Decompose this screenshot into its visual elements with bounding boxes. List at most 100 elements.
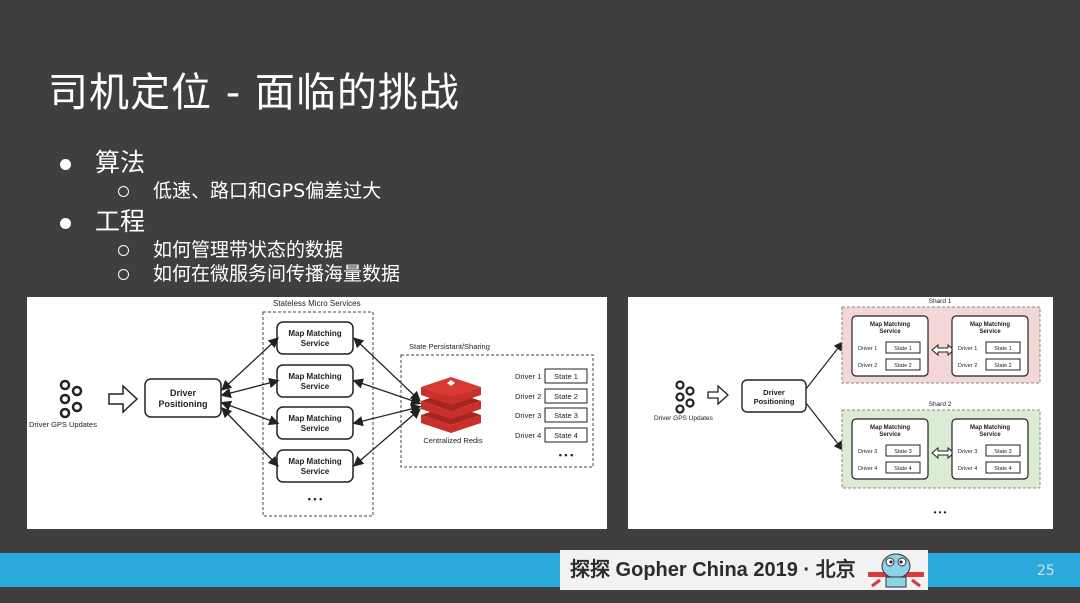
service-box: Map Matching Service Driver 3 State 3 Dr… <box>951 418 1029 480</box>
diagram-sharded: Driver GPS Updates Driver Positioning Sh… <box>628 297 1053 529</box>
svg-text:Service: Service <box>301 467 330 476</box>
bullet-label: 算法 <box>95 148 146 177</box>
state-text: State 4 <box>554 431 578 440</box>
positioning-line2: Positioning <box>754 397 795 406</box>
bullet-item: 算法 <box>60 143 145 179</box>
sub-bullet-label: 低速、路口和GPS偏差过大 <box>153 180 382 202</box>
bullet-dot-icon <box>60 158 71 170</box>
state-box <box>544 388 588 404</box>
sub-bullet-ring-icon <box>118 245 129 256</box>
shard1-label: Shard 1 <box>929 298 952 305</box>
redis-icon <box>421 377 481 433</box>
svg-text:State 4: State 4 <box>994 466 1011 472</box>
redis-label: Centralized Redis <box>423 436 482 445</box>
diagram-centralized-redis: Driver GPS Updates Driver Positioning St… <box>27 297 607 529</box>
state-text: State 3 <box>554 411 578 420</box>
conference-banner: 探探 Gopher China 2019 · 北京 <box>560 550 928 590</box>
positioning-line1: Driver <box>170 388 197 398</box>
svg-text:Map Matching: Map Matching <box>288 329 341 338</box>
svg-text:Map Matching: Map Matching <box>288 457 341 466</box>
banner-text: 探探 Gopher China 2019 · 北京 <box>570 559 856 581</box>
state-ellipsis: • • • <box>559 450 573 460</box>
state-label: State Persistant/Sharing <box>409 342 490 351</box>
state-text: State 2 <box>554 392 578 401</box>
svg-text:Driver 1: Driver 1 <box>958 346 977 352</box>
svg-text:Service: Service <box>301 424 330 433</box>
driver-positioning-box <box>144 378 222 418</box>
sub-bullet-item: 如何在微服务间传播海量数据 <box>118 259 400 286</box>
diagram-right-svg: Driver GPS Updates Driver Positioning Sh… <box>654 298 1041 517</box>
state-group <box>400 354 594 468</box>
service-box: Map Matching Service <box>276 321 354 355</box>
shards-ellipsis: • • • <box>934 508 947 517</box>
state-box <box>544 407 588 423</box>
positioning-line2: Positioning <box>159 399 208 409</box>
svg-text:Service: Service <box>879 432 901 438</box>
positioning-line1: Driver <box>763 388 785 397</box>
svg-text:Map Matching: Map Matching <box>870 322 910 328</box>
svg-text:Driver 4: Driver 4 <box>958 466 977 472</box>
svg-text:Service: Service <box>301 382 330 391</box>
service-box: Map Matching Service <box>276 449 354 483</box>
sub-bullet-ring-icon <box>118 186 129 197</box>
svg-text:Driver 2: Driver 2 <box>858 363 877 369</box>
svg-text:Service: Service <box>301 339 330 348</box>
sub-bullet-label: 如何在微服务间传播海量数据 <box>153 263 401 285</box>
svg-text:State 1: State 1 <box>894 346 911 352</box>
group-label: Stateless Micro Services <box>273 299 361 308</box>
driver-label: Driver 1 <box>515 372 541 381</box>
connector-arrow <box>805 402 844 451</box>
svg-text:Map Matching: Map Matching <box>970 425 1010 431</box>
source-label: Driver GPS Updates <box>654 415 714 422</box>
service-box: Map Matching Service <box>276 364 354 398</box>
gopher-mascot-icon <box>868 553 924 588</box>
svg-text:State 1: State 1 <box>994 346 1011 352</box>
source-label: Driver GPS Updates <box>29 420 97 429</box>
svg-text:Map Matching: Map Matching <box>870 425 910 431</box>
driver-label: Driver 2 <box>515 392 541 401</box>
connector-arrows <box>220 337 422 467</box>
service-box: Map Matching Service Driver 1 State 1 Dr… <box>851 315 929 377</box>
kafka-icon <box>59 379 83 419</box>
svg-text:Driver 2: Driver 2 <box>958 363 977 369</box>
sub-bullet-label: 如何管理带状态的数据 <box>153 239 344 261</box>
kafka-icon <box>675 380 695 414</box>
state-text: State 1 <box>554 372 578 381</box>
svg-text:State 4: State 4 <box>894 466 911 472</box>
svg-text:Driver 3: Driver 3 <box>858 449 877 455</box>
shard2-label: Shard 2 <box>929 401 952 408</box>
slide-title: 司机定位 - 面临的挑战 <box>48 70 460 116</box>
svg-text:State 2: State 2 <box>894 363 911 369</box>
service-box: Map Matching Service Driver 3 State 3 Dr… <box>851 418 929 480</box>
svg-text:State 2: State 2 <box>994 363 1011 369</box>
service-box: Map Matching Service Driver 1 State 1 Dr… <box>951 315 1029 377</box>
bullet-dot-icon <box>60 217 71 229</box>
svg-text:Driver 3: Driver 3 <box>958 449 977 455</box>
svg-text:Map Matching: Map Matching <box>970 322 1010 328</box>
diagram-left-svg: Driver GPS Updates Driver Positioning St… <box>29 299 594 517</box>
sub-bullet-ring-icon <box>118 269 129 280</box>
bullet-label: 工程 <box>95 207 146 236</box>
svg-text:Service: Service <box>979 329 1001 335</box>
svg-text:State 3: State 3 <box>894 449 911 455</box>
driver-label: Driver 4 <box>515 431 541 440</box>
state-box <box>544 368 588 384</box>
page-number: 25 <box>1037 563 1055 579</box>
svg-text:Map Matching: Map Matching <box>288 414 341 423</box>
svg-text:Driver 1: Driver 1 <box>858 346 877 352</box>
state-box <box>544 427 588 443</box>
driver-positioning-box <box>741 379 807 413</box>
driver-label: Driver 3 <box>515 411 541 420</box>
svg-text:Driver 4: Driver 4 <box>858 466 877 472</box>
bullet-item: 工程 <box>60 202 145 238</box>
svg-text:Service: Service <box>879 329 901 335</box>
sub-bullet-item: 低速、路口和GPS偏差过大 <box>118 176 381 203</box>
flow-arrow-icon <box>707 384 729 406</box>
svg-text:Service: Service <box>979 432 1001 438</box>
svg-text:State 3: State 3 <box>994 449 1011 455</box>
svg-text:Map Matching: Map Matching <box>288 372 341 381</box>
services-ellipsis: • • • <box>308 494 322 504</box>
flow-arrow-icon <box>108 384 139 414</box>
sub-bullet-item: 如何管理带状态的数据 <box>118 235 343 262</box>
connector-arrow <box>805 341 844 390</box>
